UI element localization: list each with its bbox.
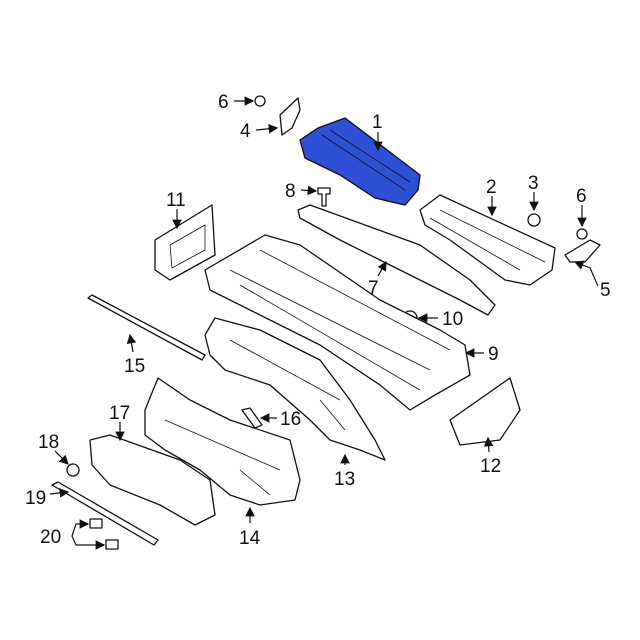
part-3-clip[interactable]	[527, 213, 541, 227]
callout-19: 19	[25, 488, 46, 509]
callout-8: 8	[285, 181, 296, 202]
part-16-bracket[interactable]	[241, 407, 263, 429]
callout-11: 11	[166, 190, 186, 211]
callout-17: 17	[109, 403, 130, 424]
part-1-detail	[321, 129, 411, 191]
callout-7: 7	[368, 278, 379, 299]
callout-6: 6	[218, 92, 229, 113]
leader-lines	[49, 96, 599, 550]
callout-5: 5	[600, 280, 611, 301]
callout-15: 15	[124, 356, 145, 377]
part-9-detail	[229, 249, 451, 391]
callout-6: 6	[576, 186, 587, 207]
part-18-grommet[interactable]	[66, 463, 80, 477]
part-5-bracket[interactable]	[564, 239, 601, 263]
part-17-insulator[interactable]	[89, 434, 216, 526]
callout-4: 4	[240, 121, 251, 142]
part-19-bar[interactable]	[51, 481, 159, 546]
part-2-cowl-panel[interactable]	[419, 194, 556, 286]
callout-2: 2	[486, 177, 497, 198]
callout-12: 12	[480, 456, 501, 477]
part-9-cowl[interactable]	[204, 234, 471, 411]
callout-18: 18	[38, 432, 59, 453]
part-20-clip[interactable]	[89, 518, 103, 529]
part-14-detail	[164, 419, 281, 496]
callout-3: 3	[528, 173, 539, 194]
part-11-detail	[169, 224, 206, 269]
part-4-bracket[interactable]	[279, 97, 301, 136]
part-11-panel[interactable]	[154, 204, 216, 281]
part-2-detail	[429, 209, 546, 271]
part-14-insulator[interactable]	[144, 377, 301, 506]
part-8-bolt[interactable]	[317, 187, 331, 207]
part-12-panel[interactable]	[449, 377, 521, 446]
part-15-strip[interactable]	[87, 294, 206, 361]
part-7-reinforcement[interactable]	[297, 204, 496, 316]
callout-9: 9	[488, 344, 499, 365]
part-6-clip[interactable]	[254, 95, 266, 107]
part-1-cowl-cover[interactable]	[299, 117, 421, 206]
callout-14: 14	[239, 528, 261, 549]
part-20-clip[interactable]	[105, 539, 119, 550]
part-13-detail	[229, 339, 346, 431]
part-6-clip[interactable]	[576, 228, 588, 240]
callout-1: 1	[372, 112, 383, 133]
callout-16: 16	[280, 409, 301, 430]
callout-10: 10	[442, 309, 463, 330]
callout-13: 13	[334, 469, 355, 490]
callout-20: 20	[40, 527, 61, 548]
